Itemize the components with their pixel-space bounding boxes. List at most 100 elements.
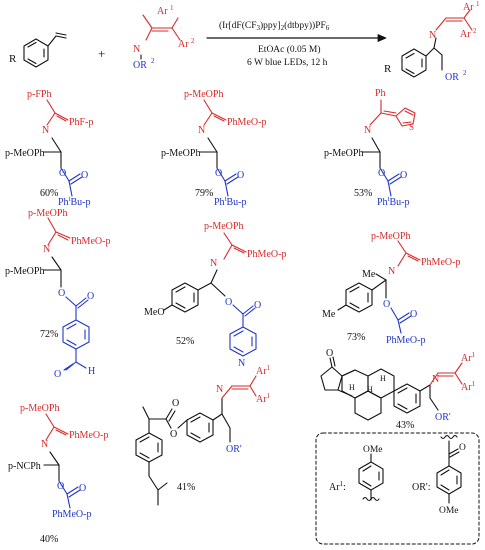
product-5-meo-label: MeO bbox=[144, 307, 165, 318]
product-4-left-label: p-MeOPh bbox=[5, 266, 44, 277]
product-9-ar1-top: Ar1 bbox=[461, 351, 476, 364]
product-6-imine-right: PhMeO-p bbox=[421, 257, 460, 268]
product-5-yield: 52% bbox=[176, 336, 194, 347]
product-8-o-ester: O bbox=[170, 429, 177, 440]
product-2-amine-label: p-MeOPh bbox=[184, 89, 223, 100]
product-7-o-carbonyl: O bbox=[79, 483, 86, 494]
reaction-arrow-head bbox=[377, 34, 387, 42]
general-product: N Ar 1 Ar 2 OR 2 R bbox=[384, 0, 480, 83]
product-2-n: N bbox=[198, 125, 205, 136]
general-ar2: Ar bbox=[460, 29, 471, 40]
product-3-left-label: p-MeOPh bbox=[324, 148, 363, 159]
product-9-ar1-bottom: Ar1 bbox=[461, 380, 476, 393]
product-1-ester-label: PhtBu-p bbox=[58, 195, 91, 208]
product-4-n: N bbox=[43, 244, 50, 255]
product-8-yield: 41% bbox=[177, 482, 195, 493]
product-8: O O N Ar1 Ar1 OR' 41% bbox=[135, 364, 271, 506]
reactant-ar1: Ar bbox=[157, 6, 168, 17]
product-8-n: N bbox=[216, 384, 223, 395]
product-7: p-MeOPh N PhMeO-p p-NCPh O O PhMeO-p 40% bbox=[8, 403, 108, 545]
product-1-n: N bbox=[42, 125, 49, 136]
product-4: p-MeOPh N PhMeO-p p-MeOPh O bbox=[5, 208, 110, 380]
product-2-o-carbonyl: O bbox=[237, 170, 244, 181]
product-5-amine-label: p-MeOPh bbox=[204, 221, 243, 232]
product-1-left-label: p-MeOPh bbox=[5, 148, 44, 159]
product-8-or: OR' bbox=[226, 444, 242, 455]
product-4-yield: 72% bbox=[40, 329, 58, 340]
product-4-amine-label: p-MeOPh bbox=[28, 208, 67, 219]
catalyst-label: (Ir[dF(CF3)ppy]2(dtbpy))PF6 bbox=[219, 20, 330, 32]
product-2-o-ether: O bbox=[215, 168, 222, 179]
general-ar2-sup: 2 bbox=[473, 27, 477, 35]
product-3-o-ether: O bbox=[378, 168, 385, 179]
product-6-amine-label: p-MeOPh bbox=[371, 231, 410, 242]
product-4-aldehyde-h: H bbox=[88, 366, 95, 377]
general-r: R bbox=[384, 63, 392, 75]
product-5-pyridine-n: N bbox=[238, 358, 245, 369]
product-6-o-ether: O bbox=[383, 299, 390, 310]
product-7-n: N bbox=[41, 439, 48, 450]
product-4-o-carbonyl: O bbox=[87, 291, 94, 302]
light-label: 6 W blue LEDs, 12 h bbox=[247, 58, 328, 68]
product-5-imine-right: PhMeO-p bbox=[247, 249, 286, 260]
product-6-o-carbonyl: O bbox=[410, 309, 417, 320]
product-7-imine-right: PhMeO-p bbox=[69, 430, 108, 441]
general-ar1-sup: 1 bbox=[476, 0, 480, 8]
general-ar1: Ar bbox=[463, 2, 474, 13]
product-3-thiophene-s: S bbox=[409, 122, 414, 132]
legend-box: Ar1: OMe OR': bbox=[315, 432, 480, 545]
reactant-ar2-sup: 2 bbox=[191, 37, 195, 45]
product-4-imine-right: PhMeO-p bbox=[71, 236, 110, 247]
product-5-o-ether: O bbox=[225, 297, 232, 308]
reactant-ar2: Ar bbox=[178, 39, 189, 50]
product-3-ester-label: PhtBu-p bbox=[377, 195, 410, 208]
product-9-or: OR' bbox=[435, 412, 451, 423]
product-2-ester-label: PhtBu-p bbox=[214, 195, 247, 208]
product-3-n: N bbox=[364, 125, 371, 136]
oxime-ester-reactant: Ar 1 Ar 2 N OR 2 bbox=[133, 4, 195, 71]
product-9-h3: H bbox=[380, 374, 386, 383]
product-9-n: N bbox=[432, 374, 439, 385]
product-6-tolyl-me: Me bbox=[322, 309, 336, 320]
product-3: Ph S N p-MeOPh bbox=[324, 88, 416, 208]
reactant-n: N bbox=[133, 44, 140, 55]
product-6: p-MeOPh N PhMeO-p Me Me O O bbox=[322, 231, 460, 346]
product-4-o-ether: O bbox=[58, 288, 65, 299]
legend-or-label: OR': bbox=[412, 482, 430, 493]
reactant-or-sup: 2 bbox=[151, 57, 155, 65]
product-3-amine-label: Ph bbox=[375, 88, 386, 99]
product-2-left-label: p-MeOPh bbox=[161, 148, 200, 159]
product-9-h1: H bbox=[349, 383, 355, 392]
product-2: p-MeOPh N PhMeO-p p-MeOPh O O PhtBu-p 79… bbox=[161, 89, 266, 208]
legend-ar1-label: Ar1: bbox=[329, 480, 346, 493]
legend-ome-top: OMe bbox=[363, 445, 383, 455]
general-or-sup: 2 bbox=[463, 69, 467, 77]
product-6-ester-label: PhMeO-p bbox=[386, 335, 425, 346]
product-1-amine-label: p-FPh bbox=[27, 89, 51, 100]
product-9-h2: H bbox=[367, 385, 373, 394]
solvent-label: EtOAc (0.05 M) bbox=[258, 44, 321, 55]
product-1-o-ether: O bbox=[59, 168, 66, 179]
product-9-yield: 43% bbox=[396, 420, 414, 431]
product-8-ar1-top: Ar1 bbox=[256, 364, 271, 377]
reactant-ar1-sup: 1 bbox=[170, 4, 174, 12]
styrene-reactant bbox=[23, 32, 67, 68]
product-7-left-label: p-NCPh bbox=[8, 461, 41, 472]
product-5-o-carbonyl: O bbox=[254, 300, 261, 311]
reaction-conditions: (Ir[dF(CF3)ppy]2(dtbpy))PF6 EtOAc (0.05 … bbox=[206, 20, 387, 68]
product-1: p-FPh N PhF-p p-MeOPh O O PhtBu-p 60% bbox=[5, 89, 93, 208]
product-3-yield: 53% bbox=[354, 188, 372, 199]
product-6-yield: 73% bbox=[347, 332, 365, 343]
product-1-imine-right: PhF-p bbox=[69, 117, 93, 128]
product-5-n: N bbox=[210, 258, 217, 269]
product-7-ester-label: PhMeO-p bbox=[52, 509, 91, 520]
general-or: OR bbox=[445, 72, 459, 83]
product-8-o-carbonyl: O bbox=[172, 398, 179, 409]
product-6-me-label: Me bbox=[362, 269, 376, 280]
general-n: N bbox=[429, 30, 436, 41]
product-2-yield: 79% bbox=[195, 188, 213, 199]
product-4-o-aldehyde: O bbox=[54, 369, 61, 380]
product-7-amine-label: p-MeOPh bbox=[20, 403, 59, 414]
product-1-yield: 60% bbox=[40, 188, 58, 199]
